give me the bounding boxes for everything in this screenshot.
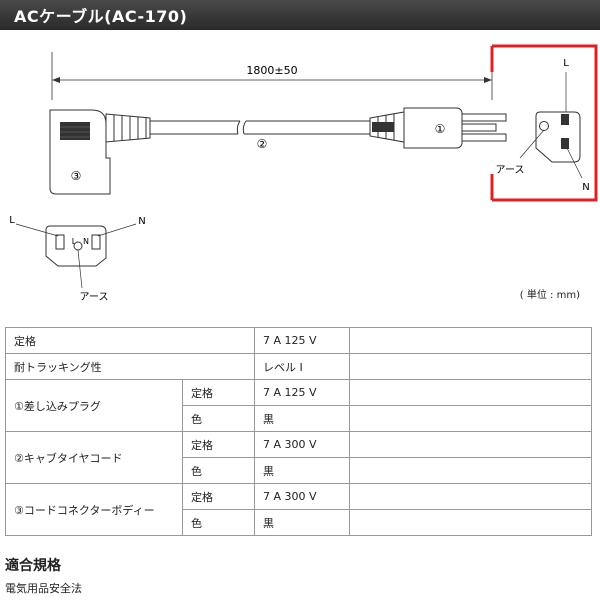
inlet-label-l: L bbox=[9, 215, 15, 226]
plug-body bbox=[403, 107, 463, 149]
marker-3: ③ bbox=[71, 169, 82, 183]
spec-value: レベル I bbox=[254, 353, 350, 380]
plug-face-slot-n bbox=[561, 138, 569, 149]
spec-value: 黒 bbox=[254, 509, 350, 536]
spec-table: 定格 7 A 125 V 耐トラッキング性 レベル I ①差し込みプラグ 定格 … bbox=[5, 327, 592, 536]
spec-subitem: 定格 bbox=[182, 483, 255, 510]
spec-subitem: 色 bbox=[182, 457, 255, 484]
title-bar: ACケーブル(AC-170) bbox=[0, 0, 600, 30]
spec-value: 7 A 300 V bbox=[254, 483, 350, 510]
dimension-arrow-right bbox=[484, 77, 492, 83]
inlet-slot-l bbox=[55, 234, 65, 250]
plug-grip-band bbox=[372, 122, 394, 132]
spec-item: 定格 bbox=[5, 327, 255, 354]
table-row: 耐トラッキング性 レベル I bbox=[5, 353, 592, 380]
marker-2: ② bbox=[257, 137, 268, 151]
dimension-arrow-left bbox=[52, 77, 60, 83]
inlet-label-earth: アース bbox=[80, 292, 109, 303]
spec-item: ②キャブタイヤコード bbox=[5, 431, 183, 484]
plug-prong-top bbox=[461, 113, 507, 122]
table-row: 色 黒 bbox=[6, 509, 592, 536]
marker-1: ① bbox=[435, 122, 446, 136]
inlet-slot-n bbox=[91, 234, 101, 250]
spec-item: 耐トラッキング性 bbox=[5, 353, 255, 380]
inlet-pin-l: L bbox=[72, 237, 77, 246]
inlet-pin-n: N bbox=[83, 237, 89, 246]
spec-subitem: 定格 bbox=[182, 431, 255, 458]
plug-label-n: N bbox=[582, 182, 589, 193]
spec-value: 7 A 300 V bbox=[254, 431, 350, 458]
plug-face-earth bbox=[539, 121, 549, 131]
page-title: ACケーブル(AC-170) bbox=[14, 7, 188, 26]
plug-label-l: L bbox=[563, 58, 569, 69]
spec-item: ①差し込みプラグ bbox=[5, 379, 183, 432]
standards-heading: 適合規格 bbox=[5, 558, 61, 574]
spec-subitem: 色 bbox=[182, 405, 255, 432]
spec-value: 7 A 125 V bbox=[254, 327, 350, 354]
plug-prong-bottom bbox=[461, 133, 507, 142]
plug-earth-pin bbox=[461, 123, 497, 132]
spec-value: 黒 bbox=[254, 457, 350, 484]
unit-note: ( 単位 : mm) bbox=[519, 290, 580, 301]
cable-diagram: 1800±50 ③ ② ① L N アース L N L bbox=[9, 44, 598, 303]
inlet-earth bbox=[73, 241, 83, 251]
table-row: 色 黒 bbox=[6, 457, 592, 484]
connector-grip bbox=[60, 122, 90, 140]
spec-subitem: 定格 bbox=[182, 379, 255, 406]
spec-subitem: 色 bbox=[182, 509, 255, 536]
table-row: ①差し込みプラグ 定格 7 A 125 V bbox=[5, 379, 592, 432]
spec-value: 7 A 125 V bbox=[254, 379, 350, 406]
table-row: 定格 7 A 125 V bbox=[5, 327, 592, 354]
spec-value: 黒 bbox=[254, 405, 350, 432]
plug-face-highlight bbox=[492, 44, 598, 202]
plug-face-slot-l bbox=[561, 114, 569, 125]
length-label: 1800±50 bbox=[246, 64, 297, 77]
inlet-label-n: N bbox=[138, 216, 145, 227]
table-row: ③コードコネクターボディー 定格 7 A 300 V bbox=[5, 483, 592, 536]
standards-value: 電気用品安全法 bbox=[5, 582, 82, 595]
spec-item: ③コードコネクターボディー bbox=[5, 483, 183, 536]
plug-label-earth: アース bbox=[496, 165, 525, 176]
table-row: ②キャブタイヤコード 定格 7 A 300 V bbox=[5, 431, 592, 484]
plug-face bbox=[535, 111, 581, 163]
connector-strain-relief bbox=[105, 113, 151, 143]
